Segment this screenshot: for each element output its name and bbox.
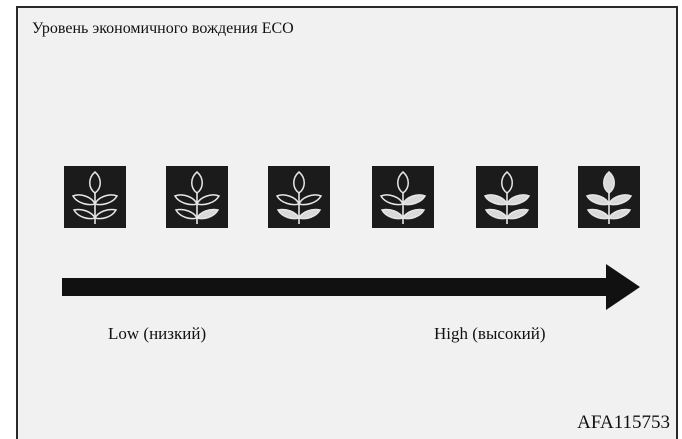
leaf-filled <box>586 208 611 220</box>
eco-leaf-icon <box>173 171 221 224</box>
eco-level-tile-4 <box>372 166 434 228</box>
leaf-filled <box>505 208 530 220</box>
eco-leaf-icon <box>275 171 323 224</box>
figure-code: AFA115753 <box>577 412 670 433</box>
eco-leaf-icon <box>379 171 427 224</box>
leaf-outline <box>93 208 118 220</box>
leaf-outline <box>501 171 513 194</box>
leaf-outline <box>89 171 101 194</box>
eco-level-tile-5 <box>476 166 538 228</box>
leaf-outline <box>195 194 221 206</box>
panel-title: Уровень экономичного вождения ECO <box>32 20 294 37</box>
arrow-head <box>606 264 640 310</box>
leaf-filled <box>401 194 427 206</box>
leaf-outline <box>174 208 199 220</box>
eco-level-tile-6 <box>578 166 640 228</box>
leaf-filled <box>607 194 633 206</box>
label-low: Low (низкий) <box>108 324 207 343</box>
eco-leaf-icon <box>585 171 633 224</box>
leaf-outline <box>297 194 323 206</box>
leaf-filled <box>484 208 509 220</box>
eco-leaf-icon <box>483 171 531 224</box>
leaf-filled <box>505 194 531 206</box>
leaf-outline <box>275 194 301 206</box>
direction-arrow <box>62 264 640 310</box>
eco-level-tile-3 <box>268 166 330 228</box>
leaf-filled <box>195 208 220 220</box>
leaf-outline <box>397 171 409 194</box>
leaf-outline <box>293 171 305 194</box>
leaf-outline <box>71 194 97 206</box>
leaf-filled <box>380 208 405 220</box>
leaf-filled <box>607 208 632 220</box>
eco-level-tile-1 <box>64 166 126 228</box>
leaf-outline <box>173 194 199 206</box>
leaf-filled <box>297 208 322 220</box>
eco-level-tile-2 <box>166 166 228 228</box>
arrow-shaft <box>62 278 610 296</box>
label-high: High (высокий) <box>434 324 546 343</box>
leaf-outline <box>93 194 119 206</box>
leaf-filled <box>603 171 615 194</box>
leaf-outline <box>72 208 97 220</box>
leaf-filled <box>483 194 509 206</box>
leaf-filled <box>401 208 426 220</box>
leaf-outline <box>379 194 405 206</box>
eco-level-panel: Уровень экономичного вождения ECO Low (н… <box>16 6 678 439</box>
leaf-filled <box>276 208 301 220</box>
eco-leaf-icon <box>71 171 119 224</box>
leaf-filled <box>585 194 611 206</box>
leaf-outline <box>191 171 203 194</box>
